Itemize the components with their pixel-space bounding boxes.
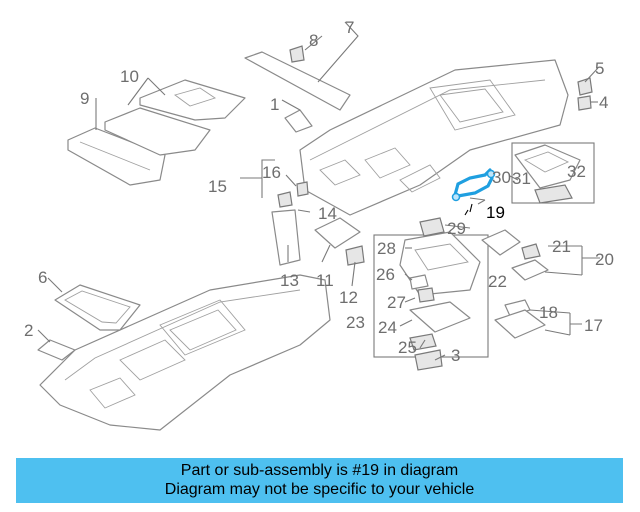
callout-30: 30 bbox=[492, 168, 511, 187]
headliner-upper bbox=[299, 59, 569, 216]
console-group bbox=[373, 217, 489, 358]
callout-2: 2 bbox=[24, 321, 33, 340]
leader-lines bbox=[37, 21, 600, 361]
grab-handle-part-19[interactable] bbox=[451, 168, 496, 216]
callout-17: 17 bbox=[584, 316, 603, 335]
callout-7: 7 bbox=[345, 18, 354, 37]
callout-27: 27 bbox=[387, 293, 406, 312]
callout-19: 19 bbox=[486, 203, 505, 222]
roof-panels bbox=[67, 79, 246, 186]
sunroof-frame bbox=[54, 284, 141, 331]
callout-13: 13 bbox=[280, 271, 299, 290]
callout-11: 11 bbox=[316, 271, 334, 290]
callout-6: 6 bbox=[38, 268, 47, 287]
callout-20: 20 bbox=[595, 250, 614, 269]
callout-18: 18 bbox=[539, 303, 558, 322]
callout-5: 5 bbox=[595, 59, 604, 78]
callout-8: 8 bbox=[309, 31, 318, 50]
callout-29: 29 bbox=[447, 219, 466, 238]
callout-14: 14 bbox=[318, 204, 337, 223]
callout-15: 15 bbox=[208, 177, 227, 196]
callout-26: 26 bbox=[376, 265, 395, 284]
small-parts-left bbox=[37, 45, 365, 361]
right-side-parts bbox=[414, 77, 595, 371]
callout-24: 24 bbox=[378, 318, 397, 337]
callout-25: 25 bbox=[398, 338, 417, 357]
callout-1: 1 bbox=[270, 95, 279, 114]
info-banner: Part or sub-assembly is #19 in diagram D… bbox=[16, 458, 623, 503]
callout-22: 22 bbox=[488, 272, 507, 291]
banner-line-1: Part or sub-assembly is #19 in diagram bbox=[180, 462, 459, 479]
callout-16: 16 bbox=[262, 163, 281, 182]
callout-21: 21 bbox=[552, 237, 571, 256]
callouts: 1 2 3 4 5 6 7 8 9 10 11 12 13 14 15 16 1… bbox=[24, 18, 614, 365]
callout-23: 23 bbox=[346, 313, 365, 332]
callout-3: 3 bbox=[451, 346, 460, 365]
parts-diagram: 1 2 3 4 5 6 7 8 9 10 11 12 13 14 15 16 1… bbox=[24, 18, 614, 431]
roof-strip bbox=[244, 51, 351, 111]
callout-12: 12 bbox=[339, 288, 358, 307]
callout-32: 32 bbox=[567, 162, 586, 181]
callout-10: 10 bbox=[120, 67, 139, 86]
callout-4: 4 bbox=[599, 93, 608, 112]
banner-line-2: Diagram may not be specific to your vehi… bbox=[164, 481, 475, 498]
headliner-lower bbox=[39, 274, 331, 431]
callout-28: 28 bbox=[377, 239, 396, 258]
callout-31: 31 bbox=[512, 169, 531, 188]
callout-9: 9 bbox=[80, 89, 89, 108]
